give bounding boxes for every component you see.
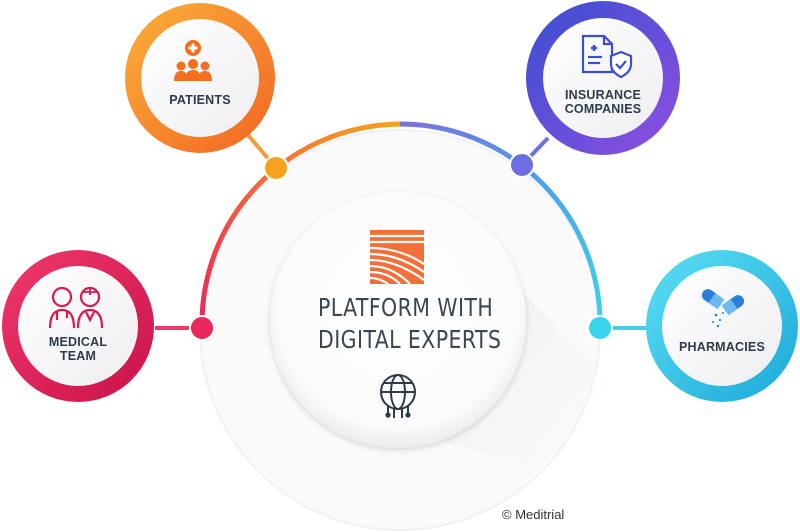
dot-medical	[189, 315, 215, 341]
arc-left	[199, 121, 401, 329]
dot-insurance	[509, 152, 535, 178]
center-title: PLATFORM WITH DIGITAL EXPERTS	[318, 292, 502, 356]
striped-logo-icon	[369, 230, 425, 285]
center-title-line2: DIGITAL EXPERTS	[318, 325, 502, 354]
globe-circuit-icon	[380, 374, 416, 418]
insurance-label: INSURANCE COMPANIES	[564, 88, 642, 116]
node-insurance[interactable]	[526, 1, 680, 155]
pills-icon	[701, 289, 745, 328]
node-pharmacies[interactable]	[646, 250, 798, 402]
patients-label: PATIENTS	[169, 93, 231, 107]
patients-icon	[174, 40, 212, 81]
copyright-text: © Meditrial	[502, 507, 565, 522]
dot-patients	[263, 155, 289, 181]
medical-team-label: MEDICAL TEAM	[48, 335, 108, 363]
medical-team-icon	[48, 286, 104, 329]
insurance-document-icon	[581, 34, 633, 79]
node-medical-team[interactable]	[2, 250, 154, 402]
pharmacies-label: PHARMACIES	[678, 340, 766, 354]
node-patients[interactable]	[125, 3, 275, 153]
center-circle	[270, 192, 526, 448]
dot-pharmacies	[587, 315, 613, 341]
center-title-line1: PLATFORM WITH	[318, 293, 494, 322]
arc-right	[399, 121, 603, 329]
